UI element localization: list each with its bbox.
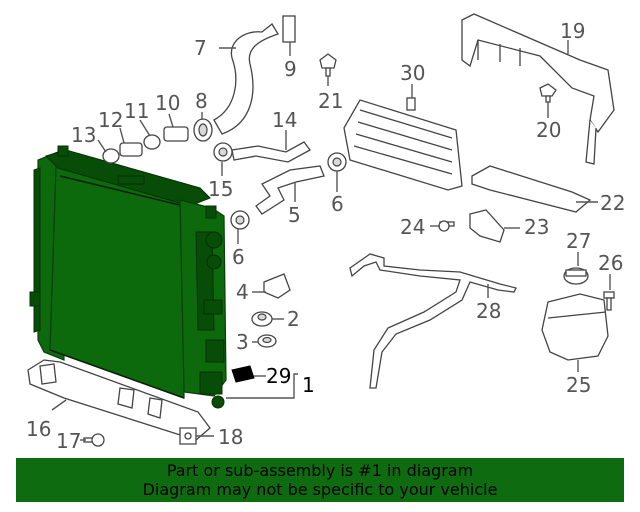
bolt-part-26[interactable] bbox=[603, 291, 615, 311]
footer-line-2: Diagram may not be specific to your vehi… bbox=[142, 480, 498, 499]
clamp-part-6-lower[interactable] bbox=[230, 210, 250, 230]
callout-26: 26 bbox=[598, 251, 623, 275]
expansion-tank-part-25[interactable] bbox=[541, 293, 609, 361]
callout-24: 24 bbox=[400, 215, 425, 239]
callout-1: 1 bbox=[302, 373, 315, 397]
bolt-part-20[interactable] bbox=[539, 83, 557, 103]
callout-16: 16 bbox=[26, 417, 51, 441]
clamp-part-15[interactable] bbox=[213, 142, 233, 162]
callout-13: 13 bbox=[71, 123, 96, 147]
cap-part-27[interactable] bbox=[563, 267, 589, 285]
bolt-part-17[interactable] bbox=[83, 433, 105, 447]
callout-20: 20 bbox=[536, 118, 561, 142]
callout-30: 30 bbox=[400, 61, 425, 85]
callout-23: 23 bbox=[524, 215, 549, 239]
callout-3: 3 bbox=[236, 330, 249, 354]
callout-10: 10 bbox=[155, 91, 180, 115]
hose-part-14[interactable] bbox=[231, 141, 311, 163]
clamp-part-8[interactable] bbox=[193, 118, 213, 142]
callout-21: 21 bbox=[318, 89, 343, 113]
callout-4: 4 bbox=[236, 280, 249, 304]
callout-27: 27 bbox=[566, 229, 591, 253]
connector-part-10[interactable] bbox=[163, 126, 189, 142]
connector-part-12[interactable] bbox=[119, 142, 143, 157]
lower-hose-part-5[interactable] bbox=[255, 165, 325, 215]
callout-29: 29 bbox=[266, 364, 291, 388]
callout-5: 5 bbox=[288, 203, 301, 227]
connector-part-11[interactable] bbox=[143, 134, 161, 150]
bolt-part-21[interactable] bbox=[319, 53, 337, 77]
lower-shield-part-16[interactable] bbox=[27, 359, 211, 441]
callout-28: 28 bbox=[476, 299, 501, 323]
clamp-part-6-upper[interactable] bbox=[327, 152, 347, 172]
footer-line-1: Part or sub-assembly is #1 in diagram bbox=[166, 461, 474, 480]
air-shutter-part-30[interactable] bbox=[343, 97, 463, 191]
grommet-part-2[interactable] bbox=[251, 311, 273, 327]
o-ring-part-13[interactable] bbox=[102, 148, 120, 164]
callout-25: 25 bbox=[566, 373, 591, 397]
upper-hose-part-7[interactable] bbox=[213, 23, 279, 135]
deflector-part-22[interactable] bbox=[471, 165, 592, 213]
callout-22: 22 bbox=[600, 191, 625, 215]
bracket-part-4[interactable] bbox=[263, 273, 291, 299]
callout-labels: 7 9 8 10 11 12 13 14 15 5 6 6 4 2 3 29 1… bbox=[26, 19, 625, 453]
callout-6-lower: 6 bbox=[232, 245, 245, 269]
leader-lines bbox=[51, 40, 611, 441]
overflow-hose-part-28[interactable] bbox=[349, 253, 517, 389]
bracket-part-9[interactable] bbox=[282, 15, 296, 43]
bracket-part-23[interactable] bbox=[469, 209, 505, 243]
sensor-part-29[interactable] bbox=[231, 365, 255, 383]
radiator-assembly[interactable] bbox=[29, 145, 227, 409]
callout-9: 9 bbox=[284, 57, 297, 81]
grommet-part-3[interactable] bbox=[257, 334, 277, 348]
deflector-part-19[interactable] bbox=[461, 13, 615, 165]
callout-8: 8 bbox=[195, 89, 208, 113]
callout-12: 12 bbox=[98, 108, 123, 132]
callout-17: 17 bbox=[56, 429, 81, 453]
callout-7: 7 bbox=[194, 36, 207, 60]
callout-6-upper: 6 bbox=[331, 192, 344, 216]
callout-2: 2 bbox=[287, 307, 300, 331]
callout-14: 14 bbox=[272, 108, 297, 132]
footer-banner: Part or sub-assembly is #1 in diagram Di… bbox=[16, 458, 624, 502]
clip-part-18[interactable] bbox=[179, 427, 197, 445]
callout-19: 19 bbox=[560, 19, 585, 43]
callout-15: 15 bbox=[208, 177, 233, 201]
bolt-part-24[interactable] bbox=[438, 220, 455, 232]
callout-11: 11 bbox=[124, 99, 149, 123]
callout-18: 18 bbox=[218, 425, 243, 449]
